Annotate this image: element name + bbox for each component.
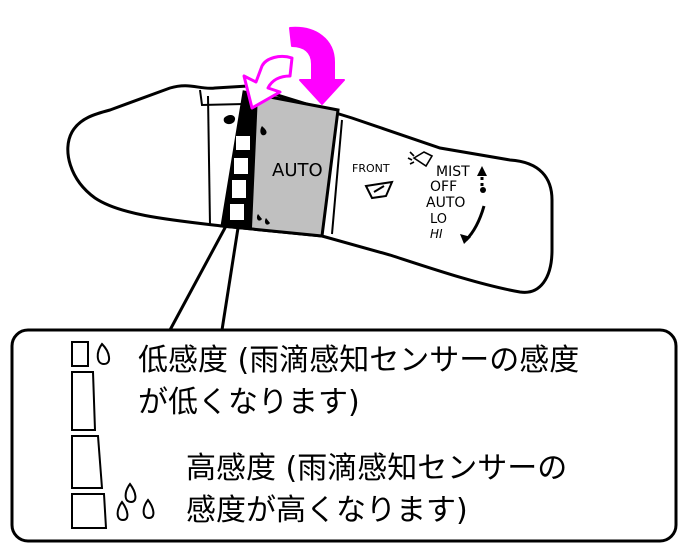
callout-box [10,328,678,543]
front-washer-icon [364,180,394,200]
mode-off: OFF [430,179,457,195]
mode-mist: MIST [436,164,470,180]
mode-lo: LO [430,212,447,227]
low-sensitivity-line1: 低感度 (雨滴感知センサーの感度 [138,343,579,378]
low-drop-icon [260,126,267,136]
high-drops-icon [256,214,270,225]
low-sensitivity-line2: が低くなります) [138,385,360,420]
drop-marker-icon [223,115,236,125]
auto-label: AUTO [272,160,323,181]
sensitivity-strip [222,92,270,228]
front-label: FRONT [352,162,390,175]
mist-up-arrow-icon [477,166,487,193]
rotate-arrow-icon [242,26,345,110]
mode-hi: HI [430,227,443,241]
mist-washer-icon [407,151,434,168]
speed-down-arrow-icon [460,205,486,244]
high-sensitivity-line1: 高感度 (雨滴感知センサーの [186,451,567,486]
low-sensitivity-drop-icon [96,342,110,366]
high-sensitivity-drops-icon [116,482,155,522]
mode-labels: MIST OFF AUTO LO HI [426,164,470,241]
high-sensitivity-line2: 感度が高くなります) [186,493,468,528]
mode-auto: AUTO [426,195,465,211]
callout-leader [168,225,240,331]
sensitivity-indicator [71,341,108,529]
